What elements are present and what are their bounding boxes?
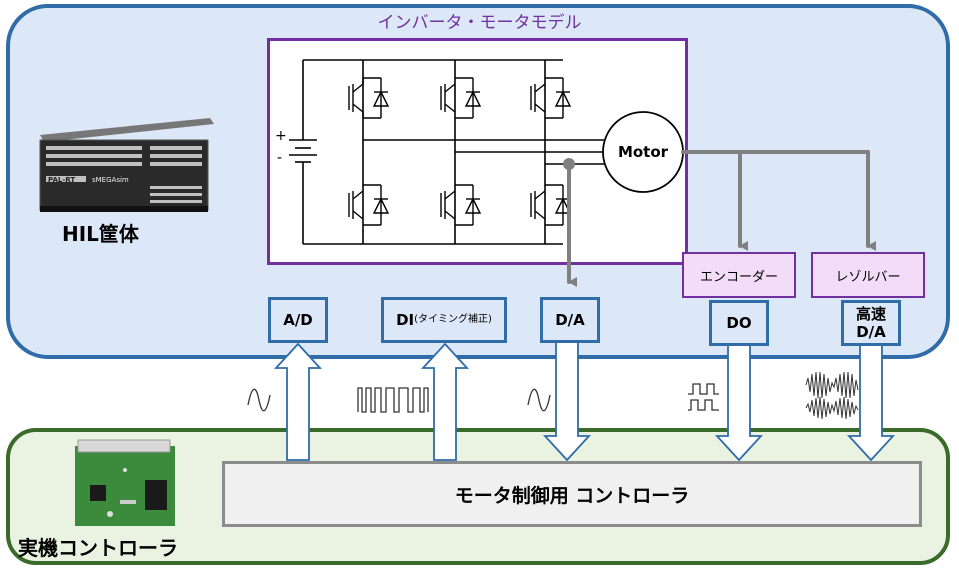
svg-text:sMEGAsim: sMEGAsim [92,176,129,184]
resolver-box: レゾルバー [811,252,925,298]
encoder-box: エンコーダー [682,252,796,298]
hs-da-line2: D/A [856,323,886,341]
di-label: DI [396,311,415,329]
controller-label: 実機コントローラ [18,536,178,560]
hs-da-line1: 高速 [855,305,886,323]
minus-sign: - [277,150,283,166]
motor-controller-box: モータ制御用 コントローラ [222,461,922,527]
model-title: インバータ・モータモデル [377,13,582,33]
svg-text:PAL-RT: PAL-RT [48,176,75,184]
di-box: DI(タイミング補正) [381,297,507,343]
ad-box: A/D [268,297,328,343]
plus-sign: + [275,128,287,144]
di-sub-label: (タイミング補正) [414,314,492,325]
hs-da-box: 高速 D/A [841,300,901,346]
hil-device-image: PAL-RT sMEGAsim [39,118,214,212]
motor-label: Motor [617,143,669,161]
controller-board-image [75,439,175,526]
do-box: DO [709,300,769,346]
da-box: D/A [540,297,600,343]
hil-label: HIL筐体 [62,222,139,246]
